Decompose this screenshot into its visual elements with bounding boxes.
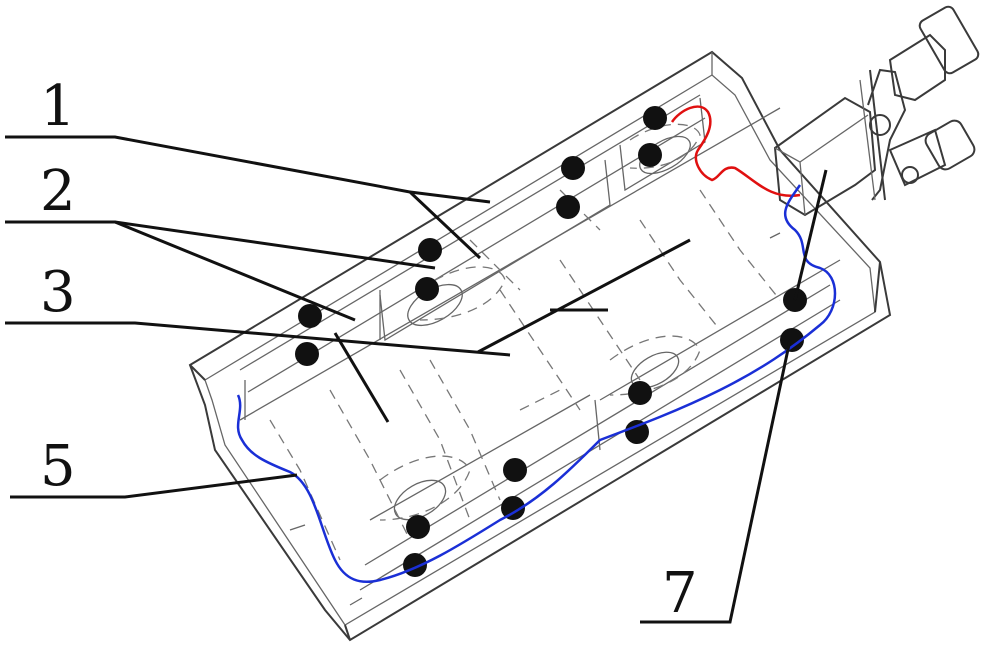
bolt [628,381,652,405]
bolt [298,304,322,328]
callout-label-5: 5 [40,434,76,499]
bolt [556,195,580,219]
bolt [295,342,319,366]
bolt [418,238,442,262]
callout-label-7: 7 [662,561,698,626]
connector-assembly [775,5,980,215]
leader-lines [5,137,826,622]
leader-2-branch [115,222,355,320]
bolt [561,156,585,180]
leader-1-branch [410,192,490,202]
bolt [406,515,430,539]
callout-label-2: 2 [40,159,76,224]
bolt [503,458,527,482]
callout-label-3: 3 [40,260,76,325]
bolt [415,277,439,301]
bolt [643,106,667,130]
bolts [295,106,807,577]
leader-3-branch [335,333,388,422]
blue-wire [238,185,835,582]
callout-label-1: 1 [40,74,76,139]
leader-3-branch-b [478,240,690,352]
bolt [638,143,662,167]
leader-3 [5,323,510,355]
